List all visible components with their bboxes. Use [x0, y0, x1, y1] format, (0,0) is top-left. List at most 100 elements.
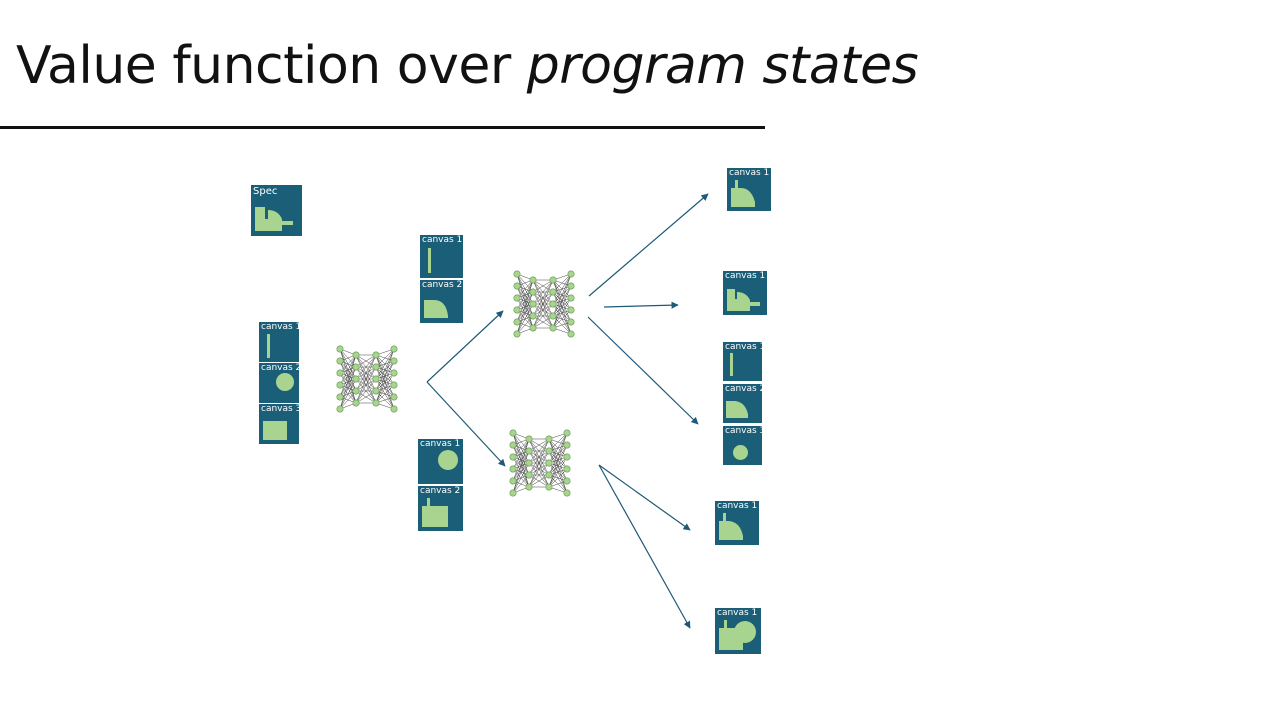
state-e-canvas-1: canvas 1 — [715, 608, 761, 654]
network-node — [336, 405, 344, 413]
root-canvas-3: canvas 3 — [259, 404, 302, 444]
canvas-label: canvas 1 — [725, 271, 766, 281]
value-network-icon — [336, 345, 398, 413]
rect-bar-circle-shape — [719, 620, 756, 650]
network-edge — [516, 279, 534, 323]
network-edge — [528, 438, 550, 476]
network-node — [336, 393, 344, 401]
state-a-canvas-1: canvas 1 — [727, 168, 771, 211]
network-edge — [552, 297, 572, 329]
network-edge — [552, 273, 572, 329]
state-c-canvas-1: canvas 1 — [723, 342, 766, 381]
network-edge — [548, 432, 568, 476]
network-node — [525, 435, 533, 443]
mid-bottom-canvas-1: canvas 1 — [418, 439, 463, 484]
network-edge — [375, 348, 395, 368]
network-node — [563, 465, 571, 473]
network-node — [509, 489, 517, 497]
canvas-label: canvas 1 — [420, 439, 461, 449]
network-edge — [532, 279, 554, 329]
canvas-label: canvas 2 — [725, 384, 766, 394]
network-edge — [512, 438, 530, 470]
network-edge — [375, 384, 395, 404]
network-edge — [532, 279, 554, 293]
network-node — [563, 441, 571, 449]
network-node — [390, 369, 398, 377]
network-edge — [532, 291, 554, 329]
network-node — [513, 318, 521, 326]
network-node — [352, 351, 360, 359]
network-edge — [552, 285, 572, 329]
network-edge — [516, 291, 534, 335]
network-edge — [532, 303, 554, 329]
network-edge — [339, 390, 357, 410]
network-edge — [552, 309, 572, 329]
network-edge — [548, 432, 568, 452]
arrow-root-to-bottom-net — [426, 381, 506, 467]
arrow-top-net-to-state-c — [587, 316, 699, 425]
canvas-label: canvas 3 — [261, 404, 302, 414]
circle-shape — [438, 450, 458, 470]
canvas-label: canvas 1 — [725, 342, 766, 352]
network-node — [352, 375, 360, 383]
network-node — [525, 459, 533, 467]
network-node — [525, 447, 533, 455]
network-node — [529, 324, 537, 332]
network-node — [545, 447, 553, 455]
network-node — [513, 330, 521, 338]
network-edge — [528, 462, 550, 488]
network-edge — [355, 354, 377, 368]
network-edge — [548, 432, 568, 488]
network-node — [390, 345, 398, 353]
network-edge — [339, 354, 357, 410]
state-b-canvas-1: canvas 1 — [723, 271, 767, 315]
network-edge — [375, 360, 395, 404]
network-node — [567, 318, 575, 326]
canvas-label: canvas 1 — [729, 168, 770, 178]
network-node — [372, 375, 380, 383]
network-edge — [548, 456, 568, 488]
network-edge — [355, 354, 377, 392]
network-edge — [532, 315, 554, 329]
network-node — [563, 477, 571, 485]
network-edge — [516, 315, 534, 335]
network-node — [372, 351, 380, 359]
network-edge — [355, 354, 377, 404]
network-node — [390, 405, 398, 413]
network-node — [352, 387, 360, 395]
network-node — [529, 300, 537, 308]
canvas-label: canvas 1 — [422, 235, 463, 245]
arrow-bottom-net-to-state-d — [598, 464, 691, 531]
network-edge — [528, 438, 550, 464]
network-node — [549, 312, 557, 320]
spec-shape — [255, 207, 293, 231]
state-c-canvas-3: canvas 3 — [723, 426, 765, 465]
title-underline — [0, 126, 765, 129]
canvas-label: canvas 1 — [717, 608, 758, 618]
network-edge — [532, 279, 554, 317]
network-node — [509, 441, 517, 449]
network-node — [567, 294, 575, 302]
canvas-label: canvas 1 — [717, 501, 758, 511]
network-node — [513, 270, 521, 278]
canvas-label: canvas 2 — [261, 363, 302, 373]
network-edge — [548, 468, 568, 488]
network-node — [549, 300, 557, 308]
network-node — [529, 276, 537, 284]
network-node — [567, 306, 575, 314]
network-edge — [339, 378, 357, 410]
arrow-root-to-top-net — [426, 310, 504, 383]
network-edge — [516, 303, 534, 335]
network-edge — [528, 438, 550, 452]
network-edge — [339, 354, 357, 386]
title-emphasis: program states — [526, 36, 919, 96]
network-node — [372, 399, 380, 407]
network-edge — [516, 279, 534, 299]
mid-top-canvas-1: canvas 1 — [420, 235, 463, 278]
arrow-bottom-net-to-state-e — [598, 464, 691, 629]
network-node — [352, 363, 360, 371]
network-node — [529, 312, 537, 320]
network-node — [513, 306, 521, 314]
network-node — [390, 393, 398, 401]
state-d-canvas-1: canvas 1 — [715, 501, 759, 545]
